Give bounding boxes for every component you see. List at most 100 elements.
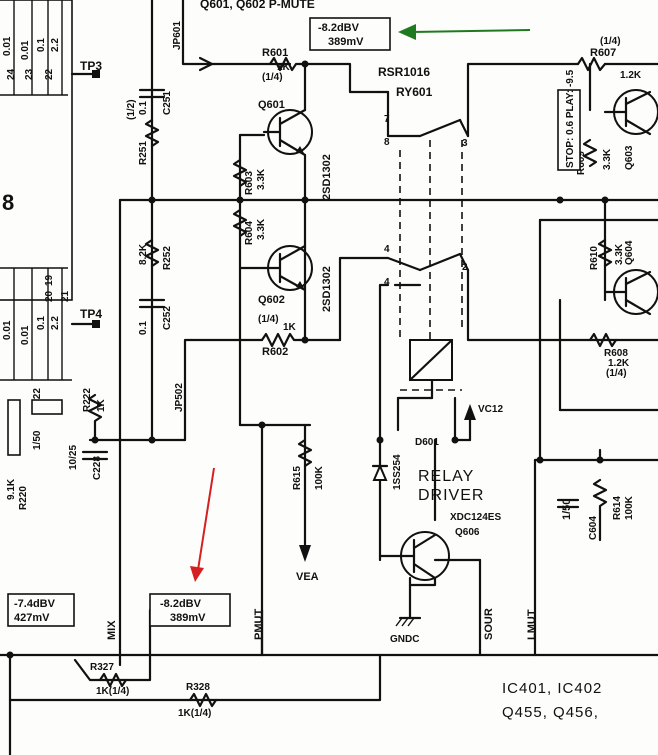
annotation-bottom-level: -8.2dBV bbox=[160, 598, 202, 610]
relay-part: RSR1016 bbox=[378, 65, 430, 79]
r603-ref: R603 bbox=[244, 171, 255, 195]
r222-symbol bbox=[87, 393, 103, 442]
r601-symbol bbox=[268, 56, 302, 72]
relay-pin: 2 bbox=[462, 262, 468, 273]
r610-ref: R610 bbox=[589, 246, 600, 270]
annotation-bottom-box bbox=[149, 593, 231, 627]
q606-type: XDC124ES bbox=[450, 512, 501, 523]
r614-ref: R614 bbox=[612, 496, 623, 520]
r609-value: 3.3K bbox=[602, 148, 613, 170]
r603-symbol bbox=[232, 158, 248, 188]
resistors bbox=[87, 56, 618, 708]
r602-symbol bbox=[260, 332, 302, 348]
ic-label-line2: Q455, Q456, bbox=[502, 704, 599, 721]
left-ic-value: 0.01 bbox=[2, 320, 13, 340]
relay-pin: 3 bbox=[462, 138, 468, 149]
red-arrow-head bbox=[190, 566, 204, 582]
relay-ref: RY601 bbox=[396, 85, 433, 99]
left-ic-pin: 22 bbox=[44, 68, 55, 80]
d601-ref: D601 bbox=[415, 437, 439, 448]
c222-value: 1/50 bbox=[32, 430, 43, 450]
r601-power: (1/4) bbox=[262, 72, 283, 83]
r604-value: 3.3K bbox=[256, 218, 267, 240]
r602-value: 1K bbox=[283, 322, 297, 333]
ic-label-line1: IC401, IC402 bbox=[502, 680, 602, 697]
tp4-label: TP4 bbox=[80, 307, 102, 321]
left-ic-pin: 24 bbox=[6, 68, 17, 80]
c228-symbol bbox=[81, 450, 109, 461]
c228-ref: C228 bbox=[92, 456, 103, 480]
left-ic-pin: 21 bbox=[60, 290, 71, 302]
r220-ref: R220 bbox=[18, 486, 29, 510]
left-ic-pin-glyph: 8 bbox=[2, 190, 14, 215]
r614-value: 100K bbox=[624, 495, 635, 520]
q601-ref: Q601 bbox=[258, 99, 285, 111]
c252-symbol bbox=[138, 298, 166, 309]
r602-power: (1/4) bbox=[258, 314, 279, 325]
left-ic-value: 0.01 bbox=[20, 325, 31, 345]
r615-symbol bbox=[297, 438, 313, 468]
relay-pin: 8 bbox=[384, 137, 390, 148]
c252-value: 0.1 bbox=[138, 321, 149, 335]
c222-body bbox=[31, 399, 63, 415]
r327-symbol bbox=[98, 672, 128, 688]
jp601-label: JP601 bbox=[172, 21, 183, 50]
green-arrow-head bbox=[398, 24, 416, 40]
annotation-left: -7.4dBV 427mV bbox=[7, 593, 75, 627]
r252-ref: R252 bbox=[162, 246, 173, 270]
lmut-label: LMUT bbox=[526, 609, 538, 640]
left-ic-value: 2.2 bbox=[50, 316, 61, 330]
test-points: TP3 TP4 bbox=[70, 59, 102, 328]
left-ic-pin: 23 bbox=[24, 68, 35, 80]
c604-symbol bbox=[556, 498, 580, 509]
q604-ref: Q604 bbox=[624, 240, 635, 265]
left-ic-pin: 20 bbox=[44, 290, 55, 302]
d601-type: 1SS254 bbox=[392, 454, 403, 490]
c251-ref: C251 bbox=[162, 91, 173, 115]
stop-play-box bbox=[557, 89, 581, 171]
c604-value: 1/50 bbox=[561, 499, 573, 520]
r251-power: (1/2) bbox=[126, 99, 137, 120]
green-arrow-shaft bbox=[411, 29, 531, 33]
transistor-q601 bbox=[262, 108, 313, 157]
annotation-left-voltage: 427mV bbox=[14, 612, 50, 624]
annotation-left-level: -7.4dBV bbox=[14, 598, 56, 610]
r603-value: 3.3K bbox=[256, 168, 267, 190]
annotation-top-box bbox=[309, 17, 391, 51]
q603-ref: Q603 bbox=[624, 145, 635, 170]
r608-symbol bbox=[588, 332, 618, 348]
relay-driver-line2: DRIVER bbox=[418, 487, 484, 504]
tp3-marker bbox=[92, 70, 100, 78]
left-ic-value: 0.01 bbox=[20, 40, 31, 60]
labels: Q601, Q602 P-MUTE JP601 R601 (1/4) 1K Q6… bbox=[68, 0, 642, 721]
relay-driver-line1: RELAY bbox=[418, 468, 474, 485]
annotation-bottom: -8.2dBV 389mV bbox=[149, 467, 231, 627]
r220-value: 9.1K bbox=[6, 478, 17, 500]
relay-pin: 4 bbox=[384, 244, 390, 255]
diode-d601 bbox=[371, 463, 389, 481]
pmut-label: PMUT bbox=[253, 609, 265, 640]
r327-ref: R327 bbox=[90, 662, 114, 673]
r609-symbol bbox=[582, 138, 598, 168]
transistor-q604 bbox=[603, 269, 658, 316]
r601-ref: R601 bbox=[262, 47, 288, 59]
relay-pin: 4 bbox=[384, 277, 390, 288]
r608-power: (1/4) bbox=[606, 368, 627, 379]
r251-symbol bbox=[144, 118, 160, 148]
left-ic-value: 0.01 bbox=[2, 36, 13, 56]
r607-symbol bbox=[576, 56, 607, 72]
gndc-label: GNDC bbox=[390, 634, 419, 645]
r252-symbol bbox=[144, 238, 160, 268]
annotation-top-voltage: 389mV bbox=[328, 36, 364, 48]
r328-symbol bbox=[188, 692, 218, 708]
r328-value: 1K(1/4) bbox=[178, 708, 211, 719]
r252-value: 8.2K bbox=[138, 243, 149, 265]
transistor-q606 bbox=[378, 531, 450, 587]
c252-ref: C252 bbox=[162, 306, 173, 330]
q601-type: 2SD1302 bbox=[321, 154, 333, 200]
r608-value: 1.2K bbox=[608, 358, 630, 369]
tp4-marker bbox=[92, 320, 100, 328]
c228-value: 10/25 bbox=[68, 445, 79, 470]
annotation-top-level: -8.2dBV bbox=[318, 22, 360, 34]
